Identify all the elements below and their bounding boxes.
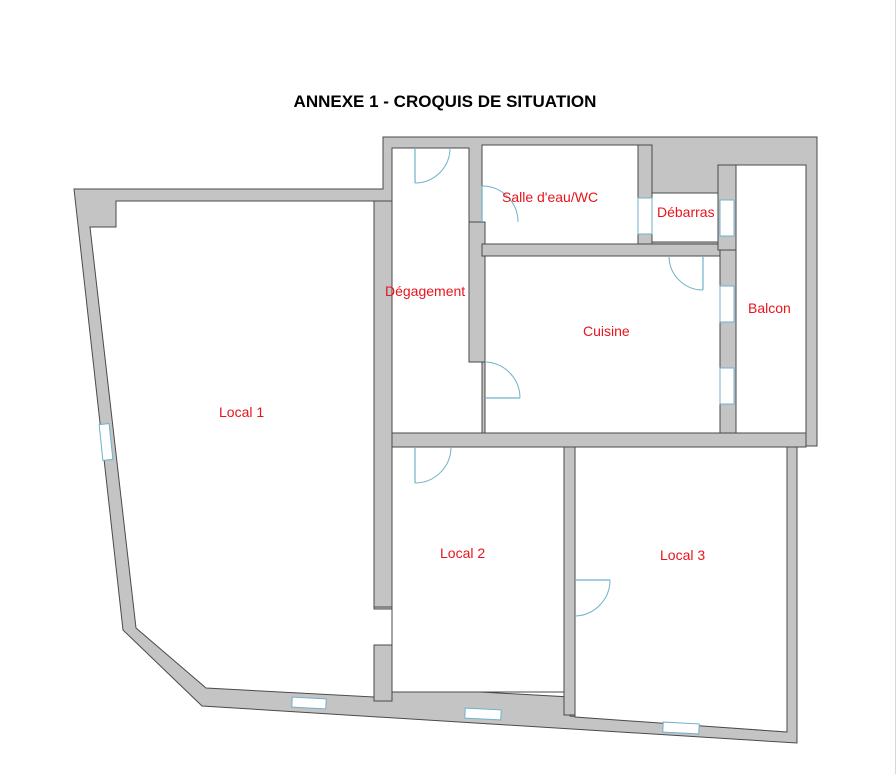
local2-floor xyxy=(391,445,565,693)
window-salle-debarras xyxy=(637,197,653,235)
window-local3-south xyxy=(662,721,700,735)
local3-floor xyxy=(574,446,788,733)
window-cuisine-balcon-2 xyxy=(719,367,735,405)
page-title: ANNEXE 1 - CROQUIS DE SITUATION xyxy=(293,92,597,111)
room-label-debarras: Débarras xyxy=(657,204,715,220)
room-label-balcon: Balcon xyxy=(748,300,791,316)
cuisine-floor xyxy=(484,255,721,434)
partition-local1-degagement xyxy=(373,200,393,608)
doors xyxy=(414,147,704,617)
balcon-floor xyxy=(735,164,807,435)
partition-cuisine-local2 xyxy=(391,432,807,448)
window-local2-south xyxy=(464,707,502,721)
window-cuisine-balcon-1 xyxy=(719,285,735,323)
room-label-local2: Local 2 xyxy=(440,545,485,561)
partition-local2-local3 xyxy=(563,446,576,716)
partition-local1-lower xyxy=(373,644,393,702)
room-label-cuisine: Cuisine xyxy=(583,323,630,339)
local1-floor xyxy=(89,200,393,698)
partition-degagement-cuisine xyxy=(468,221,486,363)
room-label-salle-eau: Salle d'eau/WC xyxy=(502,189,598,205)
windows xyxy=(98,197,735,735)
partition-cuisine-balcon xyxy=(719,249,737,434)
salle-eau-floor xyxy=(481,144,639,245)
partition-salle-cuisine xyxy=(481,243,721,257)
room-label-local3: Local 3 xyxy=(660,547,705,563)
window-local1-south xyxy=(291,696,327,710)
room-label-degagement: Dégagement xyxy=(385,283,465,299)
room-label-local1: Local 1 xyxy=(219,404,264,420)
window-debarras-balcon xyxy=(719,199,735,237)
window-local1-west xyxy=(98,423,114,461)
